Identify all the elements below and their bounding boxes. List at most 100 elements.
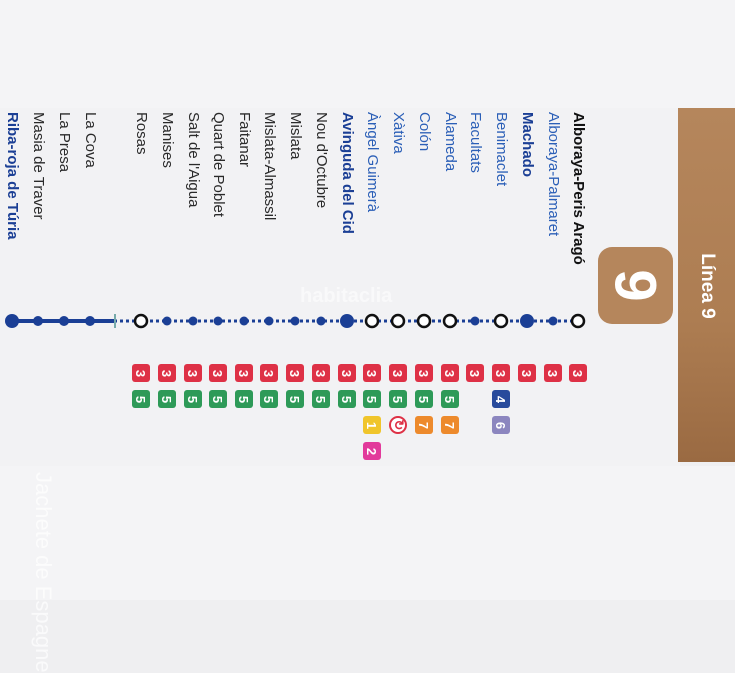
connection-line-5-badge: 5 [363, 390, 381, 408]
connection-line-2-badge: 2 [363, 442, 381, 460]
connection-line-number: 5 [261, 395, 277, 403]
connection-line-number: 7 [416, 421, 432, 429]
station-name: Masia de Traver [30, 112, 47, 220]
connection-line-number: 3 [364, 369, 380, 377]
connection-line-number: 1 [364, 421, 380, 429]
line-track [5, 313, 586, 329]
station-dot [316, 316, 326, 326]
connection-line-3-badge: 3 [338, 364, 356, 382]
station-label: La Cova [76, 112, 104, 280]
line-header: Línea 9 [678, 108, 735, 462]
connection-line-number: 3 [493, 369, 509, 377]
connection-line-7-badge: 7 [415, 416, 433, 434]
connection-line-3-badge: 3 [415, 364, 433, 382]
station-name: Avinguda del Cid [339, 112, 356, 234]
station-label: Benimaclet [487, 112, 515, 280]
station-label: Rosas [127, 112, 155, 280]
connection-line-3-badge: 3 [235, 364, 253, 382]
connection-line-number: 4 [493, 395, 509, 403]
connection-line-5-badge: 5 [132, 390, 150, 408]
connection-line-3-badge: 3 [389, 364, 407, 382]
connection-line-number: 3 [390, 369, 406, 377]
station-dot [290, 316, 300, 326]
station-name: Nou d'Octubre [313, 112, 330, 209]
connection-line-number: 7 [442, 421, 458, 429]
watermark-text: habitaclia [300, 285, 393, 307]
station-label: Nou d'Octubre [307, 112, 335, 280]
station-name: Alameda [442, 112, 459, 172]
station-name: Faitanar [236, 112, 253, 168]
station-dot [33, 316, 43, 326]
connection-line-number: 3 [339, 369, 355, 377]
station-name: Àngel Guimerà [364, 112, 381, 213]
station-dot [213, 316, 223, 326]
connection-line-number: 5 [313, 395, 329, 403]
line-number-badge: 9 [598, 247, 673, 324]
connection-line-number: 2 [364, 447, 380, 455]
brand-watermark: Jachete de Espagne [31, 472, 56, 673]
connection-line-number: 5 [210, 395, 226, 403]
station-label: Avinguda del Cid [333, 112, 361, 280]
connection-line-number: 5 [236, 395, 252, 403]
station-dot [85, 316, 95, 326]
connection-line-3-badge: 3 [286, 364, 304, 382]
connection-line-3-badge: 3 [209, 364, 227, 382]
connection-line-5-badge: 5 [184, 390, 202, 408]
connection-line-3-badge: 3 [158, 364, 176, 382]
station-label: Faitanar [230, 112, 258, 280]
connection-line-5-badge: 5 [235, 390, 253, 408]
connection-line-3-badge: 3 [260, 364, 278, 382]
connection-line-number: 5 [416, 395, 432, 403]
connection-line-3-badge: 3 [518, 364, 536, 382]
interchange-station-dot [416, 313, 432, 329]
major-station-dot [340, 314, 354, 328]
connection-line-3-badge: 3 [544, 364, 562, 382]
connection-line-3-badge: 3 [363, 364, 381, 382]
station-label: Riba-roja de Túria [0, 112, 26, 280]
station-name: La Cova [82, 112, 99, 168]
major-station-dot [520, 314, 534, 328]
line-number: 9 [602, 269, 668, 302]
station-label: Mislata-Almassil [255, 112, 283, 280]
connection-line-3-badge: 3 [492, 364, 510, 382]
connection-line-number: 3 [287, 369, 303, 377]
station-name: Manises [159, 112, 176, 168]
connection-line-number: 5 [185, 395, 201, 403]
connection-line-3-badge: 3 [569, 364, 587, 382]
station-dot [239, 316, 249, 326]
interchange-station-dot [570, 313, 586, 329]
connection-line-5-badge: 5 [158, 390, 176, 408]
connection-line-number: 3 [185, 369, 201, 377]
connection-line-number: ↻ [391, 419, 406, 431]
connection-line-5-badge: 5 [338, 390, 356, 408]
station-label: Mislata [281, 112, 309, 280]
station-label: Àngel Guimerà [358, 112, 386, 280]
connection-line-number: 3 [261, 369, 277, 377]
interchange-station-dot [493, 313, 509, 329]
station-label: Machado [513, 112, 541, 280]
station-label: Masia de Traver [24, 112, 52, 280]
station-dot [264, 316, 274, 326]
connection-line-number: 5 [390, 395, 406, 403]
connection-line-number: 3 [545, 369, 561, 377]
station-label: Facultats [461, 112, 489, 280]
interchange-station-dot [133, 313, 149, 329]
station-dot [188, 316, 198, 326]
connection-line-7-badge: 7 [441, 416, 459, 434]
bottom-background [0, 466, 735, 600]
connection-line-5-badge: 5 [209, 390, 227, 408]
connection-line-5-badge: 5 [286, 390, 304, 408]
station-label: Xàtiva [384, 112, 412, 280]
station-name: Facultats [467, 112, 484, 173]
station-name: Riba-roja de Túria [4, 112, 21, 240]
interchange-station-dot [442, 313, 458, 329]
connection-line-3-badge: 3 [441, 364, 459, 382]
station-name: Salt de l'Aigua [185, 112, 202, 208]
connection-line-5-badge: 5 [260, 390, 278, 408]
station-dot [470, 316, 480, 326]
station-name: Colón [416, 112, 433, 152]
station-name: Rosas [133, 112, 150, 155]
connection-line-number: 3 [570, 369, 586, 377]
connection-line-number: 5 [339, 395, 355, 403]
connection-line-6-badge: 6 [492, 416, 510, 434]
